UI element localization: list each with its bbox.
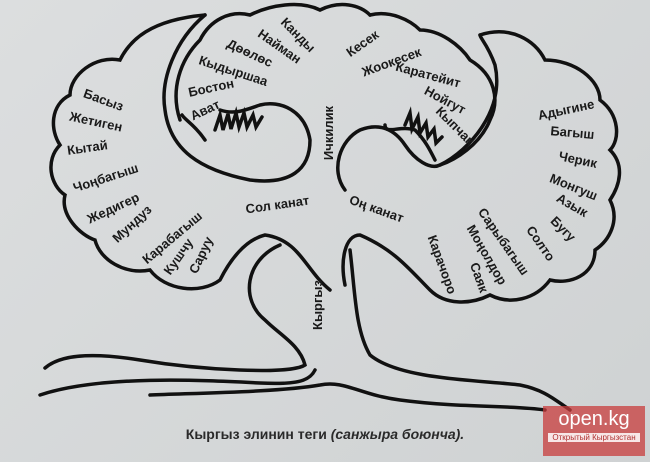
- caption: Кыргыз элинин теги (санжыра боюнча).: [0, 426, 650, 442]
- left-wing-label-label: Сол канат: [245, 193, 311, 217]
- trunk-left: [43, 243, 307, 373]
- right-outer-outline: [341, 30, 622, 304]
- right-claws: [403, 106, 444, 147]
- left-crown-outline: [49, 13, 332, 292]
- left-upper-crown: [174, 2, 372, 122]
- caption-italic: (санжыра боюнча).: [330, 426, 465, 442]
- left-lower-label: Жетиген: [67, 108, 124, 134]
- left-lower-label: Саруу: [186, 234, 216, 276]
- right-outer-label: Багыш: [550, 123, 595, 142]
- left-lower-label: Кытай: [66, 137, 108, 158]
- right-outer-label: Адыгине: [537, 96, 596, 123]
- trunk-right: [348, 248, 572, 412]
- root-2: [148, 382, 547, 412]
- right-upper-label: Кесек: [343, 27, 381, 60]
- trunk-label-label: Кыргыз: [310, 279, 325, 329]
- watermark-logo: open.kg Открытый Кыргызстан: [543, 406, 645, 456]
- right-wing-label-label: Оң канат: [347, 192, 405, 226]
- watermark-subtitle: Открытый Кыргызстан: [548, 433, 640, 442]
- right-inner-outline: [336, 33, 499, 192]
- right-lower-label: Карачоро: [425, 233, 460, 296]
- left-lower-label: Чоңбагыш: [71, 160, 140, 195]
- watermark-title: open.kg: [558, 408, 630, 430]
- right-outer-label: Бугу: [548, 213, 580, 245]
- center-label-label: Ичкилик: [321, 105, 336, 160]
- right-outer-label: Черик: [557, 148, 599, 171]
- left-lower-label: Басыз: [82, 86, 127, 114]
- caption-main: Кыргыз элинин теги: [185, 426, 327, 442]
- root-1: [38, 368, 317, 397]
- left-claws: [213, 106, 264, 134]
- left-inner-outline: [162, 13, 312, 183]
- left-upper-label: Бостон: [187, 75, 235, 99]
